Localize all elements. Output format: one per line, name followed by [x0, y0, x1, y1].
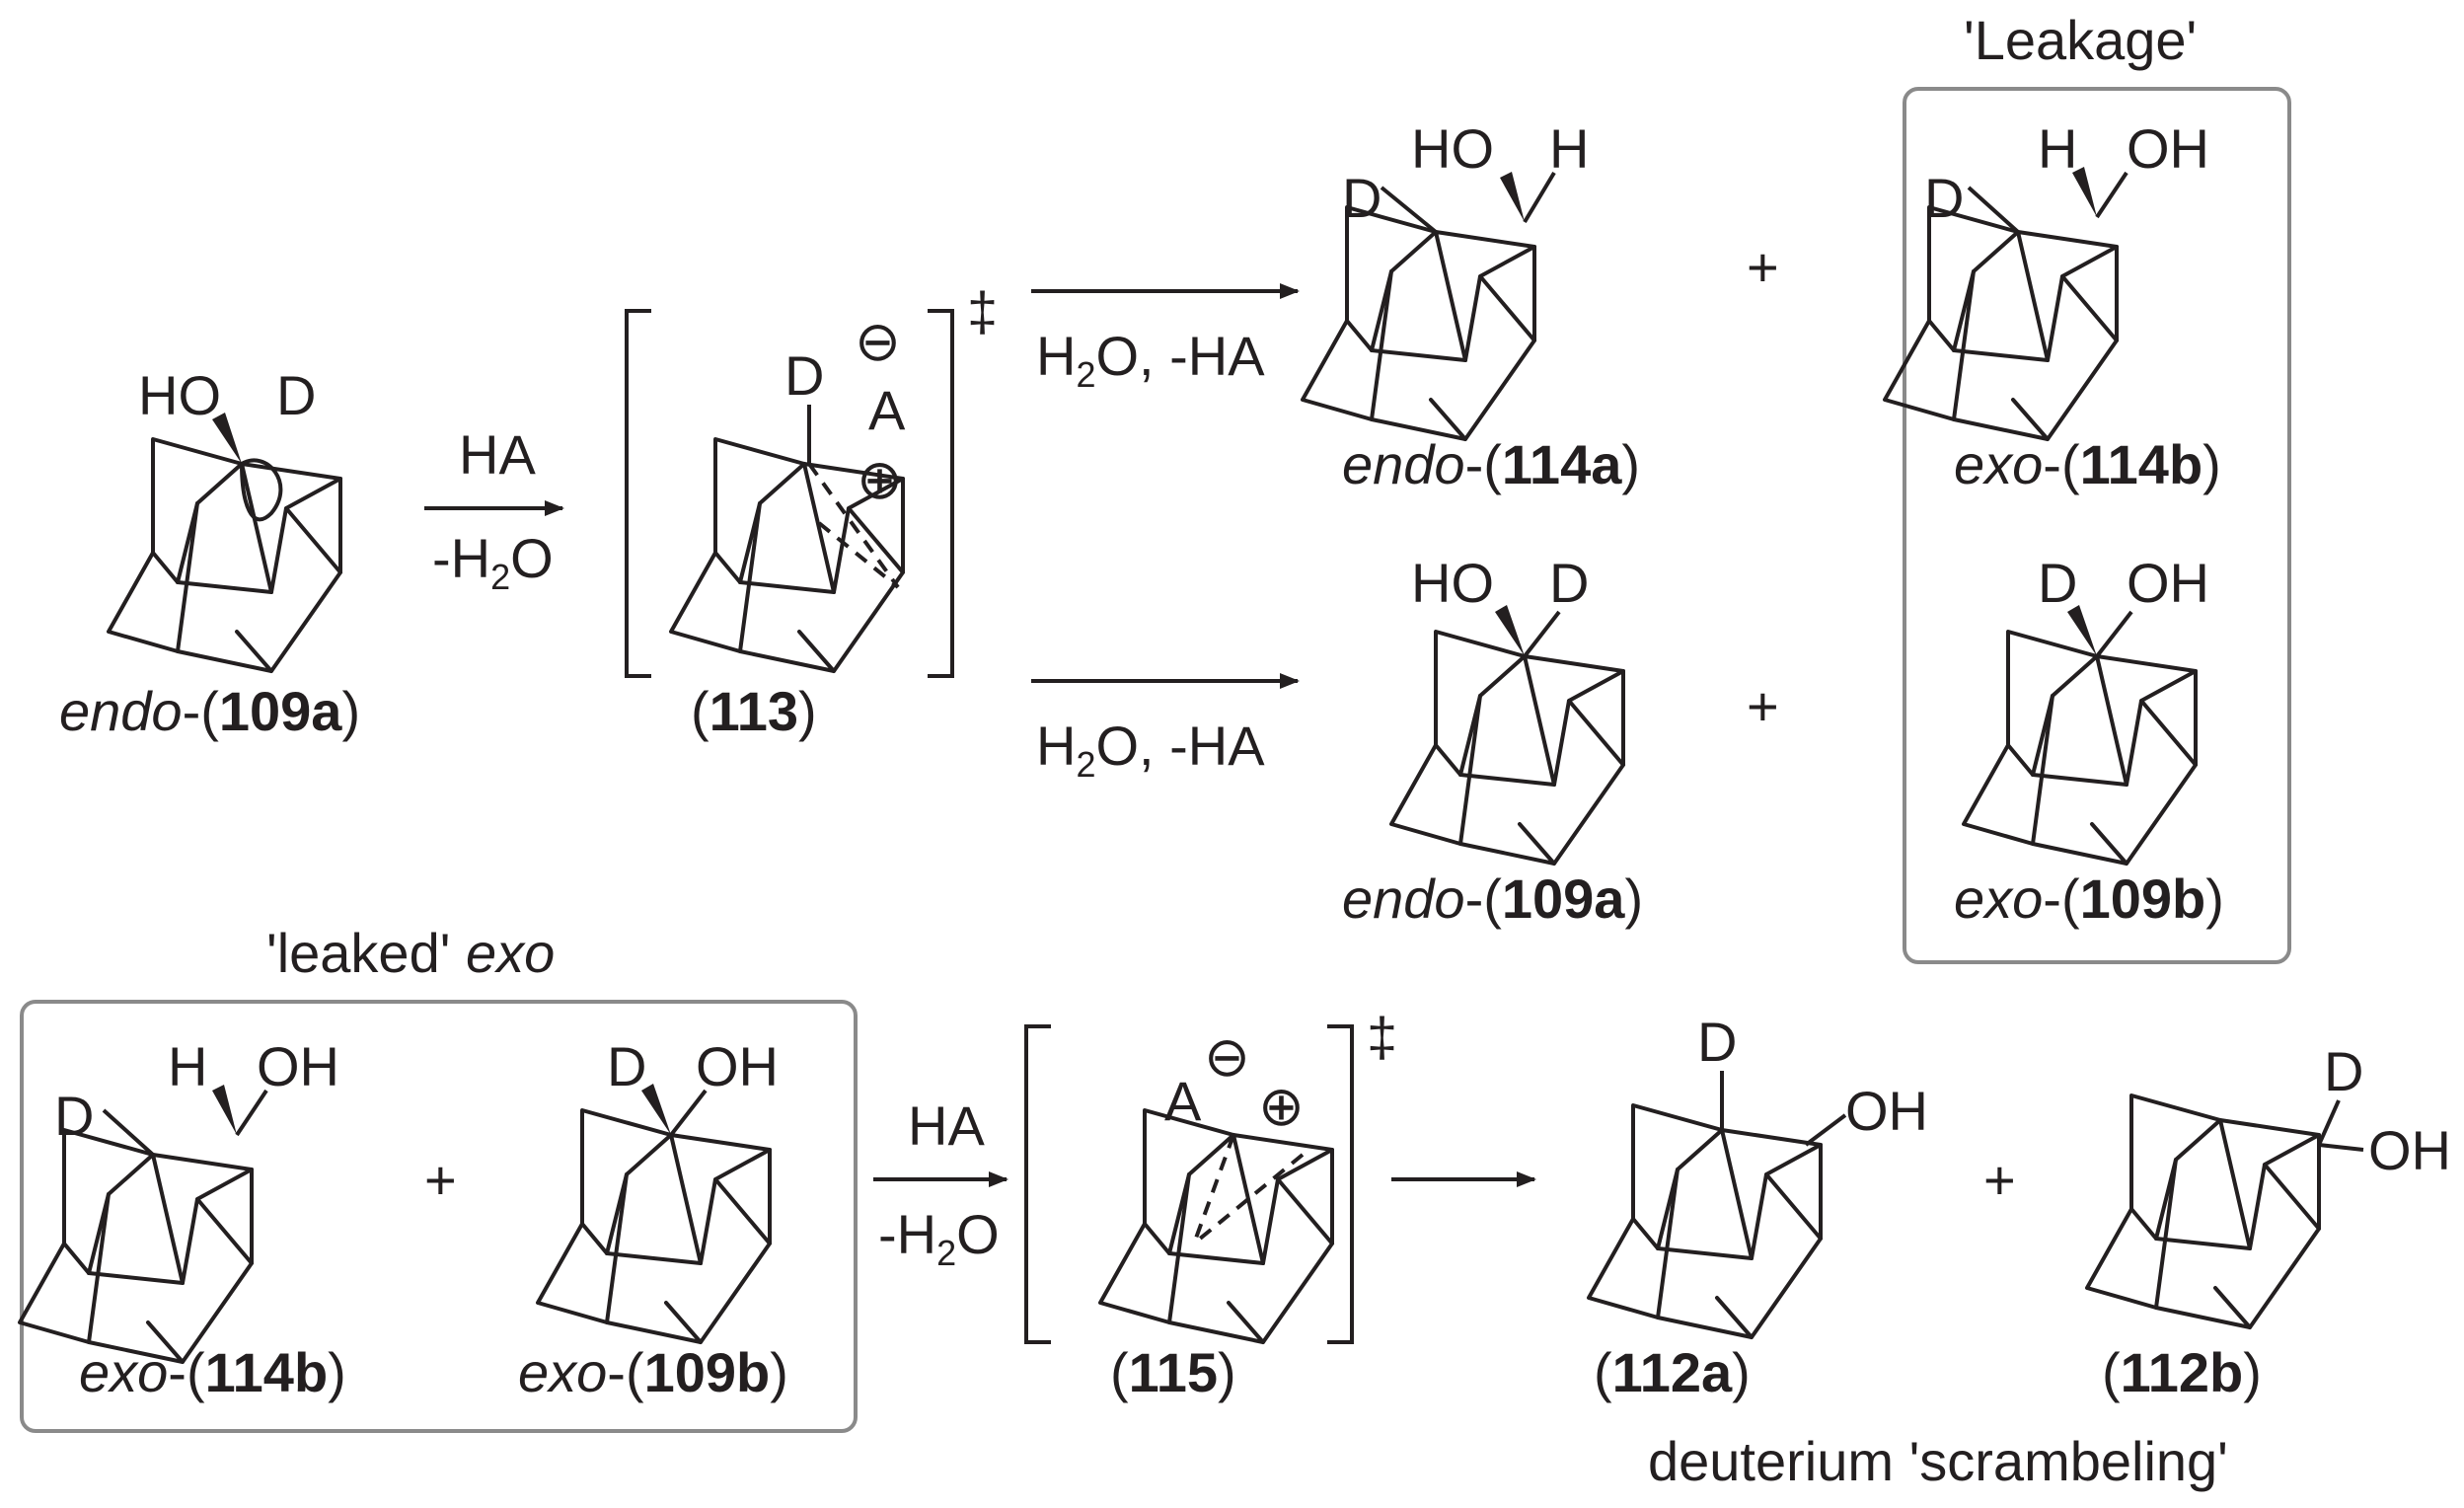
label-114b-top: exo-(114b) — [1954, 433, 2221, 495]
d-label: D — [276, 364, 316, 426]
bracket-113 — [625, 309, 954, 678]
leaked-exo-heading: 'leaked' exo — [266, 922, 555, 984]
ts-dagger-115: ‡ — [1367, 1006, 1397, 1068]
cond-minus-h2o: -H2O — [878, 1203, 1000, 1273]
leakage-box — [1903, 87, 2291, 964]
d-label: D — [784, 344, 824, 407]
cond-h2o-lower: H2O, -HA — [1036, 715, 1265, 785]
cond-ha: HA — [908, 1094, 985, 1157]
molecule-115: A ⊖ ⊕ — [1098, 1025, 1334, 1344]
d-label: D — [54, 1085, 94, 1147]
d-label: D — [607, 1035, 646, 1097]
molecule-109a-mid: HO D — [1389, 552, 1625, 866]
arrow-2-lower: H2O, -HA — [1031, 673, 1300, 785]
minus-charge: ⊖ — [855, 310, 901, 372]
molecule-113: D A ⊖ ⊕ — [669, 310, 906, 673]
scrambling-caption: deuterium 'scrambeling' — [1648, 1430, 2228, 1492]
plus-charge: ⊕ — [1258, 1075, 1305, 1137]
label-109b-top: exo-(109b) — [1954, 867, 2224, 930]
cond-ha: HA — [459, 423, 536, 486]
oh-label: OH — [2127, 552, 2209, 614]
minus-charge: ⊖ — [1204, 1025, 1250, 1088]
ho-label: HO — [1411, 117, 1494, 180]
d-label: D — [1342, 167, 1381, 229]
oh-label: OH — [1845, 1080, 1928, 1142]
leaked-exo-box — [20, 1000, 858, 1433]
label-112a: (112a) — [1594, 1341, 1751, 1403]
bracket-115 — [1024, 1024, 1354, 1344]
label-112b: (112b) — [2102, 1341, 2262, 1403]
molecule-109b-box: D OH — [536, 1035, 779, 1344]
molecule-109b-top: D OH — [1962, 552, 2209, 866]
leakage-heading: 'Leakage' — [1964, 9, 2197, 71]
plus-sign: + — [1747, 675, 1779, 737]
ts-dagger-113: ‡ — [967, 280, 998, 342]
arrow-2-upper: H2O, -HA — [1031, 283, 1300, 395]
label-109a-mid: endo-(109a) — [1342, 867, 1643, 930]
h-label: H — [2038, 117, 2077, 180]
label-113: (113) — [691, 680, 817, 742]
cond-minus-h2o: -H2O — [432, 527, 554, 597]
d-label: D — [1549, 552, 1589, 614]
oh-label: OH — [2127, 117, 2209, 180]
d-label: D — [1924, 167, 1964, 229]
d-label: D — [2324, 1040, 2363, 1102]
ho-label: HO — [1411, 552, 1494, 614]
label-114b-box: exo-(114b) — [79, 1341, 346, 1403]
label-114a: endo-(114a) — [1342, 433, 1640, 495]
label-109a-left: endo-(109a) — [59, 680, 360, 742]
cond-h2o-upper: H2O, -HA — [1036, 325, 1265, 395]
a-label: A — [868, 379, 906, 441]
h-label: H — [1549, 117, 1589, 180]
molecule-109a-left: HO D — [107, 364, 342, 673]
d-label: D — [2038, 552, 2077, 614]
h-label: H — [168, 1035, 207, 1097]
oh-label: OH — [696, 1035, 779, 1097]
molecule-114a: HO H D — [1301, 117, 1589, 441]
ho-label: HO — [138, 364, 221, 426]
label-109b-box: exo-(109b) — [518, 1341, 788, 1403]
a-label: A — [1164, 1070, 1202, 1132]
molecule-114b-top: H OH D — [1883, 117, 2209, 441]
plus-sign: + — [424, 1149, 457, 1211]
label-115: (115) — [1110, 1341, 1236, 1403]
molecule-112b: D OH — [2085, 1040, 2451, 1329]
molecule-112a: D OH — [1587, 1011, 1928, 1339]
plus-sign: + — [1747, 236, 1779, 298]
molecule-114b-box: H OH D — [18, 1035, 339, 1364]
oh-label: OH — [257, 1035, 339, 1097]
arrow-1: HA -H2O — [424, 423, 564, 597]
d-label: D — [1697, 1011, 1737, 1073]
oh-label: OH — [2368, 1119, 2451, 1181]
arrow-3: HA -H2O — [873, 1094, 1008, 1273]
plus-sign: + — [1983, 1149, 2016, 1211]
plus-charge: ⊕ — [857, 448, 903, 510]
